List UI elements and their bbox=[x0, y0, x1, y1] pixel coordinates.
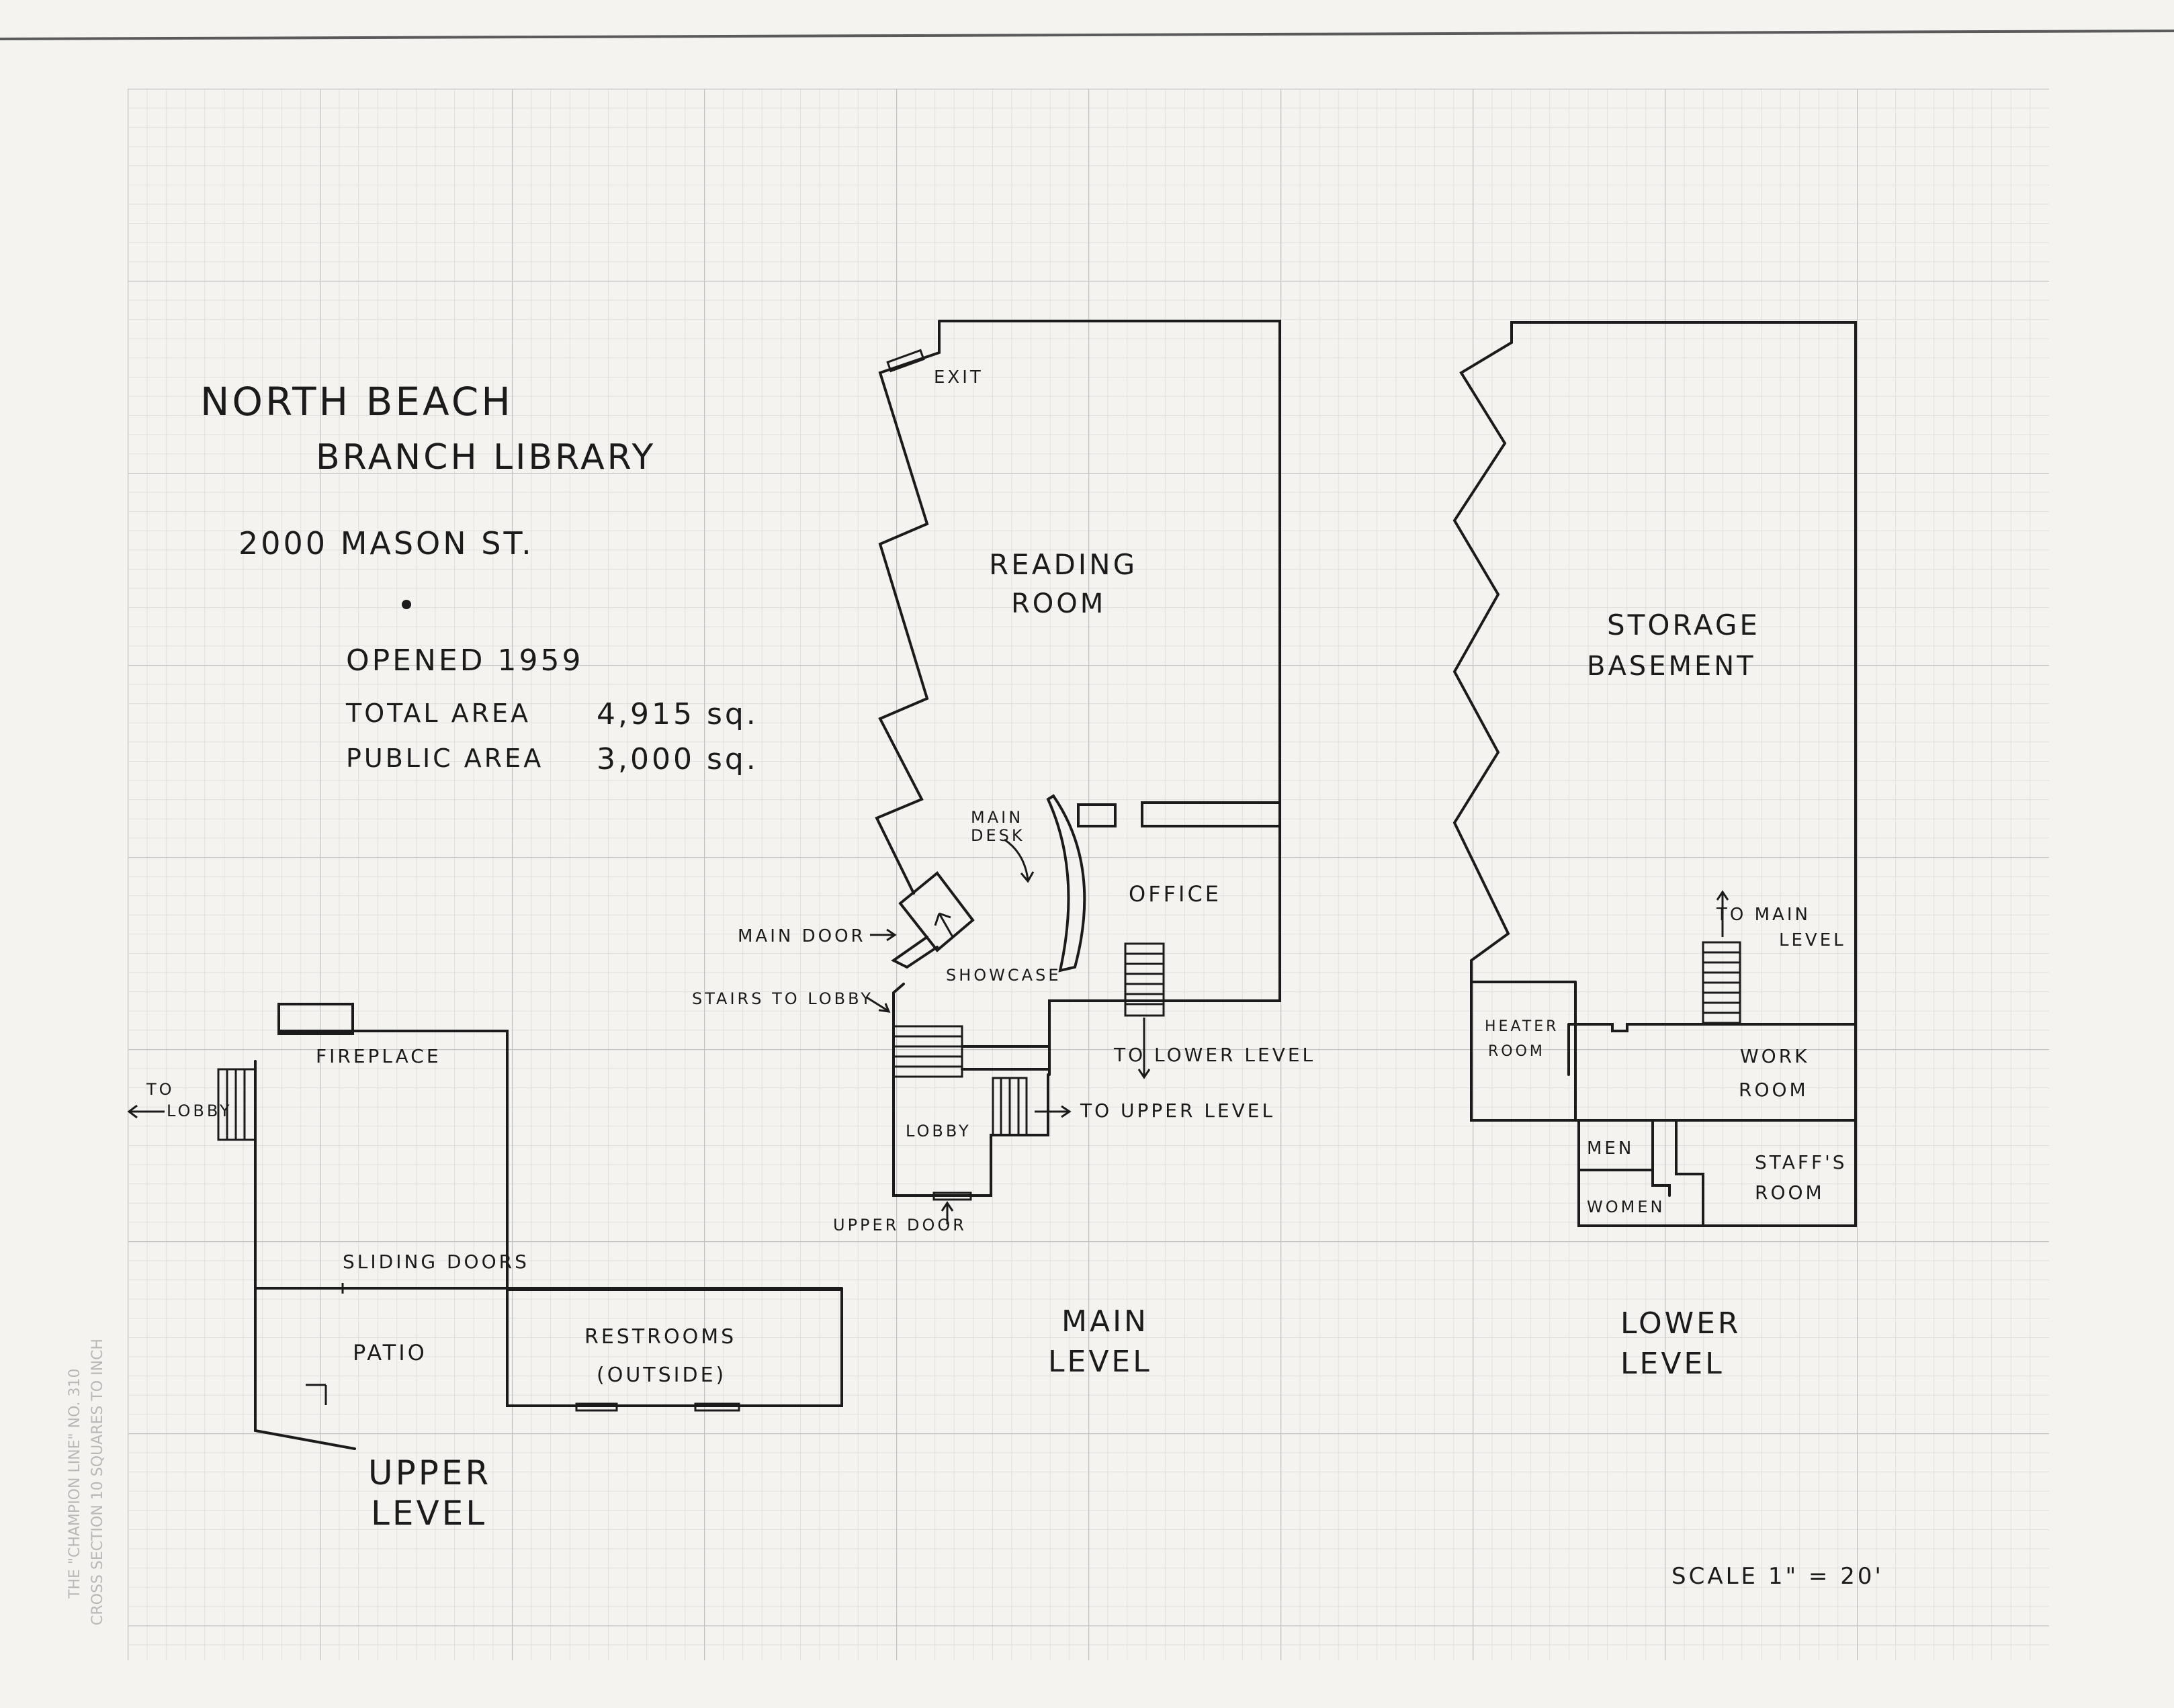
reading-room-label-2: ROOM bbox=[1011, 588, 1106, 619]
fireplace bbox=[277, 1003, 354, 1035]
main-level-plan: EXIT READING ROOM MAIN DESK OFFICE MAIN … bbox=[692, 320, 1315, 1379]
upper-door bbox=[932, 1192, 972, 1201]
fireplace-label: FIREPLACE bbox=[316, 1045, 441, 1067]
paper-top-edge bbox=[0, 30, 2174, 40]
restroom-partition bbox=[1651, 1119, 1704, 1227]
upper-to-lobby-1: TO bbox=[146, 1080, 175, 1099]
lower-level-walls bbox=[1452, 321, 1857, 1227]
stairs-to-lobby-label: STAIRS TO LOBBY bbox=[692, 989, 873, 1008]
showcase-label: SHOWCASE bbox=[946, 966, 1061, 985]
main-level-caption-2: LEVEL bbox=[1048, 1345, 1152, 1379]
stairs-to-lower-treads bbox=[1125, 952, 1164, 1005]
public-area-label: PUBLIC AREA bbox=[346, 744, 544, 773]
restrooms-label: RESTROOMS bbox=[584, 1325, 736, 1349]
lobby-label: LOBBY bbox=[906, 1122, 971, 1140]
staffs-room-label-1: STAFF'S bbox=[1755, 1151, 1847, 1173]
main-desk bbox=[1046, 794, 1086, 973]
reading-room-label-1: READING bbox=[989, 548, 1137, 581]
main-desk-label-2: DESK bbox=[971, 826, 1025, 845]
heater-inner-step bbox=[1567, 1023, 1701, 1076]
restrooms-outside-label: (OUTSIDE) bbox=[597, 1363, 726, 1387]
stairs-to-lower bbox=[1124, 942, 1165, 1017]
lower-level-plan: STORAGE BASEMENT TO MAIN LEVEL HEATER RO… bbox=[1452, 321, 1857, 1381]
women-label: WOMEN bbox=[1587, 1198, 1665, 1216]
work-room-label-2: ROOM bbox=[1739, 1079, 1809, 1101]
main-door-frame bbox=[898, 871, 975, 952]
to-main-arrow bbox=[1716, 890, 1729, 937]
scale-note: SCALE 1" = 20' bbox=[1671, 1563, 1884, 1590]
stairs-to-lobby-treads bbox=[894, 1035, 962, 1068]
main-door-label: MAIN DOOR bbox=[738, 926, 866, 946]
upper-stairs-treads bbox=[226, 1069, 246, 1140]
heater-room-label-1: HEATER bbox=[1485, 1018, 1559, 1035]
upper-door-label: UPPER DOOR bbox=[833, 1216, 967, 1234]
title-line-1: NORTH BEACH bbox=[200, 379, 513, 424]
to-upper-level-label: TO UPPER LEVEL bbox=[1080, 1099, 1275, 1122]
ink-dot bbox=[402, 600, 411, 609]
total-area-label: TOTAL AREA bbox=[345, 699, 531, 728]
upper-level-caption-1: UPPER bbox=[368, 1453, 491, 1492]
main-door-swing bbox=[891, 936, 939, 969]
upper-to-lobby-2: LOBBY bbox=[167, 1102, 232, 1120]
graph-grid-major bbox=[128, 89, 2049, 1660]
heater-room-label-2: ROOM bbox=[1488, 1043, 1545, 1060]
main-level-walls bbox=[875, 320, 1281, 1076]
exit-label: EXIT bbox=[934, 367, 984, 388]
stairs-to-upper-treads bbox=[1000, 1078, 1020, 1135]
office-partition bbox=[1141, 801, 1281, 827]
exit-door bbox=[886, 349, 925, 373]
men-label: MEN bbox=[1587, 1138, 1634, 1159]
upper-level-plan: TO LOBBY FIREPLACE SLIDING DOORS PATIO R… bbox=[127, 1003, 843, 1533]
upper-level-walls bbox=[254, 1030, 509, 1450]
staffs-room-label-2: ROOM bbox=[1755, 1181, 1825, 1204]
title-line-2: BRANCH LIBRARY bbox=[316, 437, 656, 478]
sliding-doors-label: SLIDING DOORS bbox=[343, 1251, 529, 1273]
upper-door-pointer bbox=[941, 1201, 954, 1224]
patio-label: PATIO bbox=[353, 1340, 427, 1365]
paper-imprint-line-2: CROSS SECTION 10 SQUARES TO INCH bbox=[89, 1339, 106, 1625]
main-level-caption-1: MAIN bbox=[1061, 1304, 1149, 1339]
office-label: OFFICE bbox=[1129, 881, 1221, 907]
lower-stairs-treads bbox=[1703, 951, 1740, 1014]
lower-level-caption-2: LEVEL bbox=[1620, 1347, 1725, 1381]
to-main-label-1: TO MAIN bbox=[1716, 905, 1811, 925]
main-door-arrow bbox=[934, 912, 954, 938]
main-desk-label-1: MAIN bbox=[971, 808, 1023, 827]
restroom-door-1 bbox=[575, 1402, 618, 1412]
paper-imprint-line-1: THE "CHAMPION LINE" NO. 310 bbox=[67, 1368, 83, 1599]
stair-lobby-walls bbox=[892, 983, 1049, 1197]
restroom-block bbox=[506, 1288, 843, 1407]
to-lower-pointer bbox=[1137, 1018, 1151, 1079]
public-area-value: 3,000 sq. bbox=[597, 742, 758, 776]
stairs-lobby-pointer bbox=[866, 996, 891, 1013]
to-upper-pointer bbox=[1035, 1105, 1072, 1118]
total-area-value: 4,915 sq. bbox=[597, 697, 758, 731]
opened-year: OPENED 1959 bbox=[346, 643, 584, 678]
desk-return bbox=[1077, 803, 1117, 827]
to-main-label-2: LEVEL bbox=[1779, 930, 1846, 950]
to-lobby-arrow bbox=[127, 1104, 165, 1119]
storage-label-2: BASEMENT bbox=[1587, 651, 1756, 682]
main-door-pointer bbox=[870, 928, 897, 942]
upper-level-caption-2: LEVEL bbox=[371, 1494, 487, 1533]
to-lower-level-label: TO LOWER LEVEL bbox=[1113, 1044, 1315, 1066]
work-room-label-1: WORK bbox=[1740, 1045, 1810, 1067]
restroom-door-2 bbox=[694, 1402, 740, 1412]
address: 2000 MASON ST. bbox=[238, 525, 534, 561]
storage-label-1: STORAGE bbox=[1607, 609, 1760, 641]
lower-level-caption-1: LOWER bbox=[1620, 1306, 1741, 1341]
desk-arrow bbox=[1004, 838, 1035, 883]
stairs-to-lobby bbox=[892, 1025, 963, 1078]
